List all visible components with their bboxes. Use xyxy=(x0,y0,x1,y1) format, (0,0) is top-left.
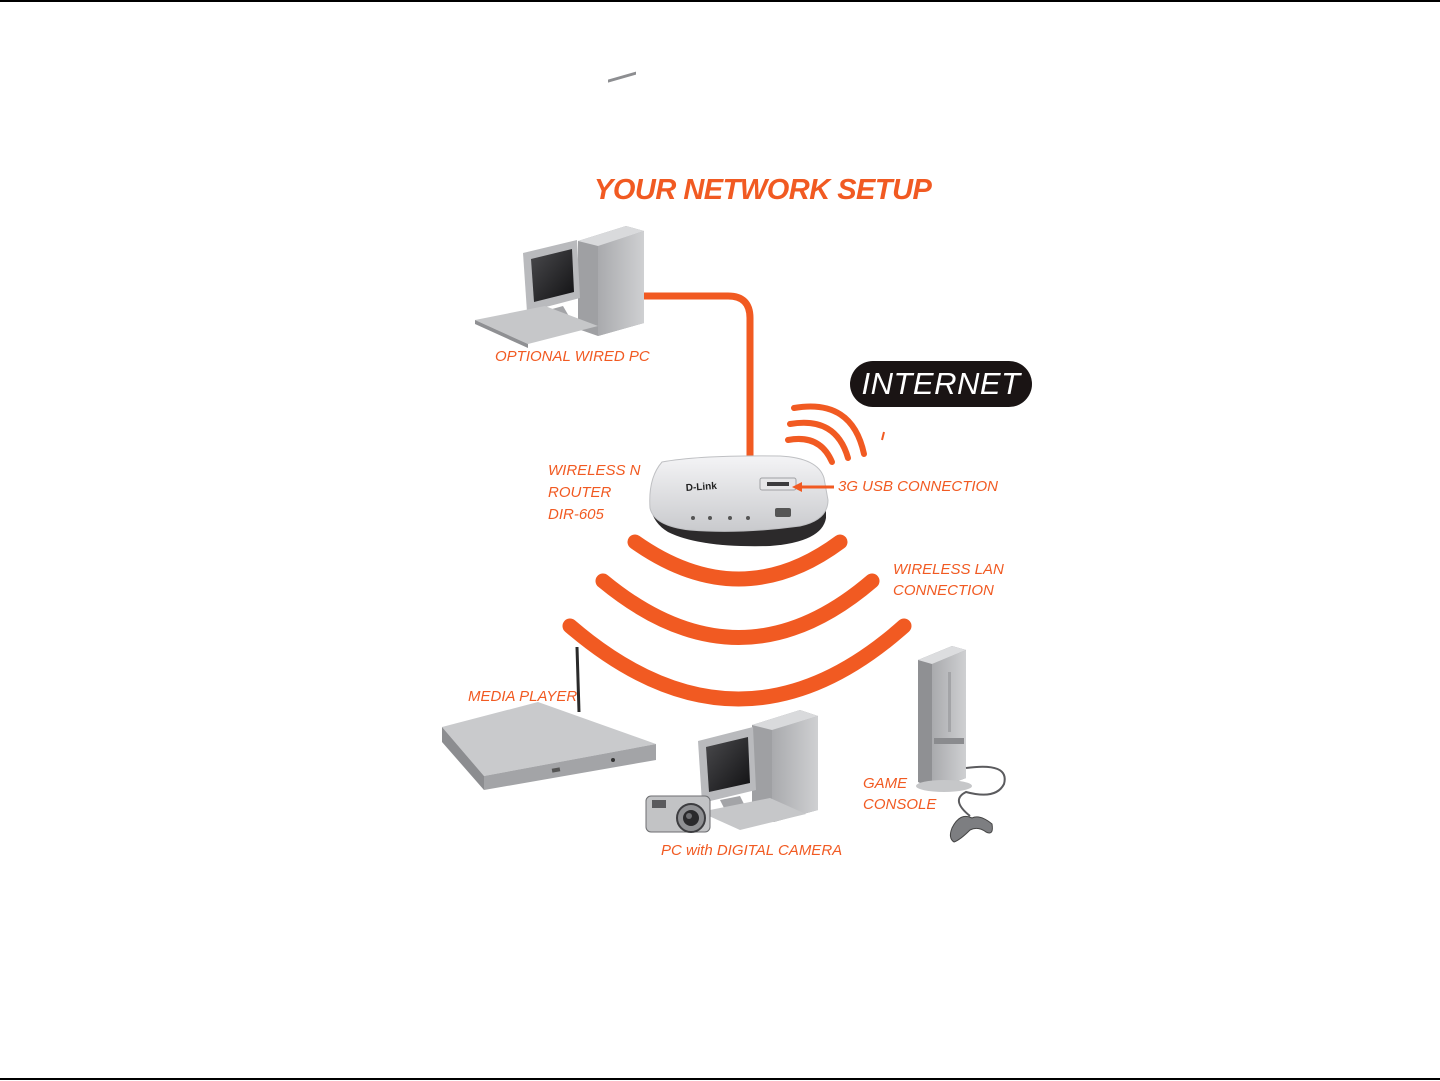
wlan-label-line1: WIRELESS LAN xyxy=(893,560,1004,580)
wlan-label-line2: CONNECTION xyxy=(893,581,994,601)
router-label-line1: WIRELESS N xyxy=(548,461,641,481)
usb-connection-label: 3G USB CONNECTION xyxy=(838,477,998,497)
gamepad-icon xyxy=(950,816,992,842)
game-console-icon xyxy=(916,646,972,792)
router-icon: D-Link xyxy=(650,456,828,546)
pc-camera-label: PC with DIGITAL CAMERA xyxy=(661,841,842,861)
internet-link xyxy=(882,432,884,440)
wireless-lan-waves xyxy=(570,542,904,699)
media-player-label: MEDIA PLAYER xyxy=(468,687,577,707)
game-console-label-line1: GAME xyxy=(863,774,907,794)
router-brand: D-Link xyxy=(685,481,717,494)
wired-pc-label: OPTIONAL WIRED PC xyxy=(495,347,650,367)
ethernet-cable xyxy=(640,296,750,468)
page-title: YOUR NETWORK SETUP xyxy=(594,174,931,207)
internet-badge: INTERNET xyxy=(850,361,1032,407)
bottom-rule xyxy=(0,1078,1440,1080)
desktop-pc-icon xyxy=(698,710,818,830)
desktop-pc-icon xyxy=(475,72,644,348)
game-console-label-line2: CONSOLE xyxy=(863,795,936,815)
router-label-line3: DIR-605 xyxy=(548,505,604,525)
wireless-signal-icon xyxy=(788,406,864,462)
router-label-line2: ROUTER xyxy=(548,483,611,503)
digital-camera-icon xyxy=(646,796,710,832)
